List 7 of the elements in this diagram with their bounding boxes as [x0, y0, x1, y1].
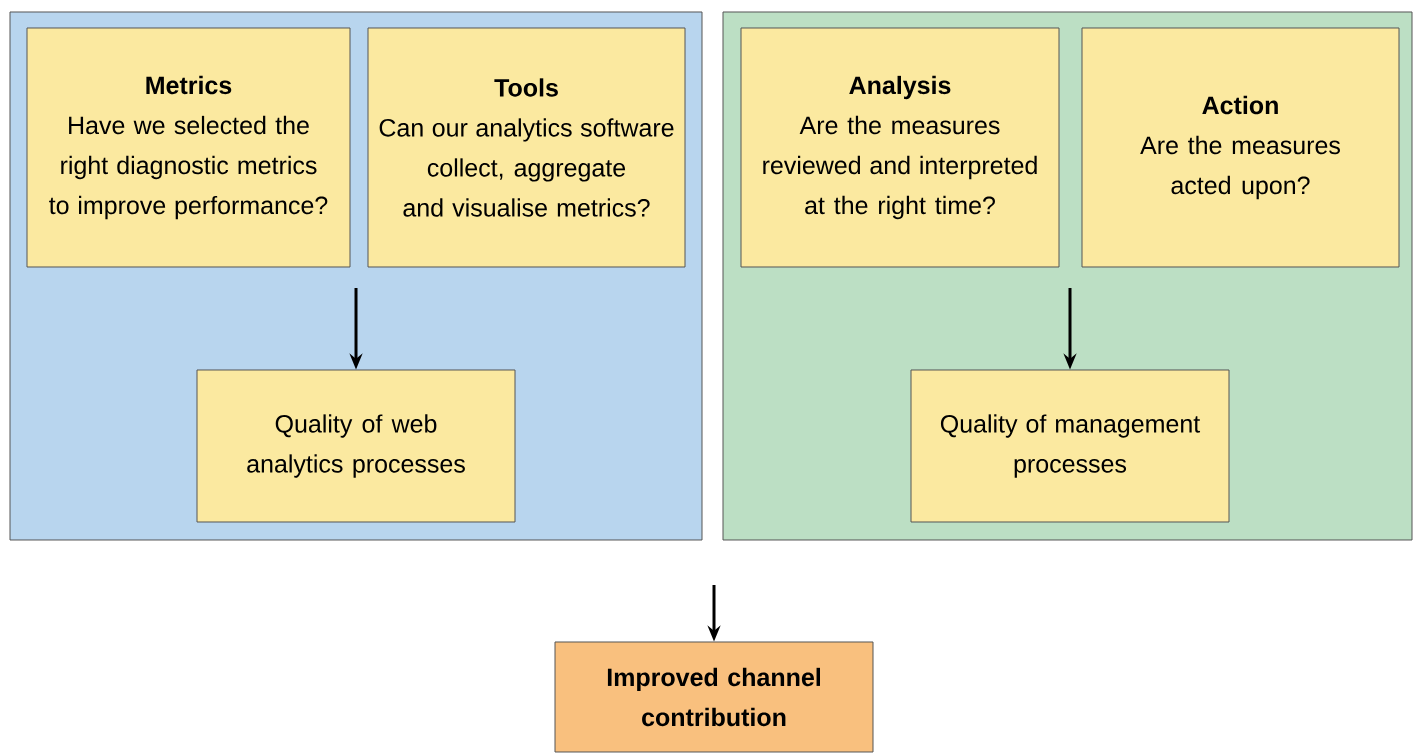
question-box: Analysis Are the measures reviewed and interpreted at the right time? [740, 27, 1060, 268]
outcome-box: Improved channel contribution [554, 641, 874, 753]
result-box: Quality of web analytics processes [196, 369, 516, 523]
question-box: Metrics Have we selected the right diagnostic metrics to improve performance? [26, 27, 351, 268]
result-box: Quality of management processes [910, 369, 1230, 523]
question-box: Action Are the measures acted upon? [1081, 27, 1400, 268]
question-box: Tools Can our analytics software collect, aggregate and visualise metrics? [367, 27, 686, 268]
